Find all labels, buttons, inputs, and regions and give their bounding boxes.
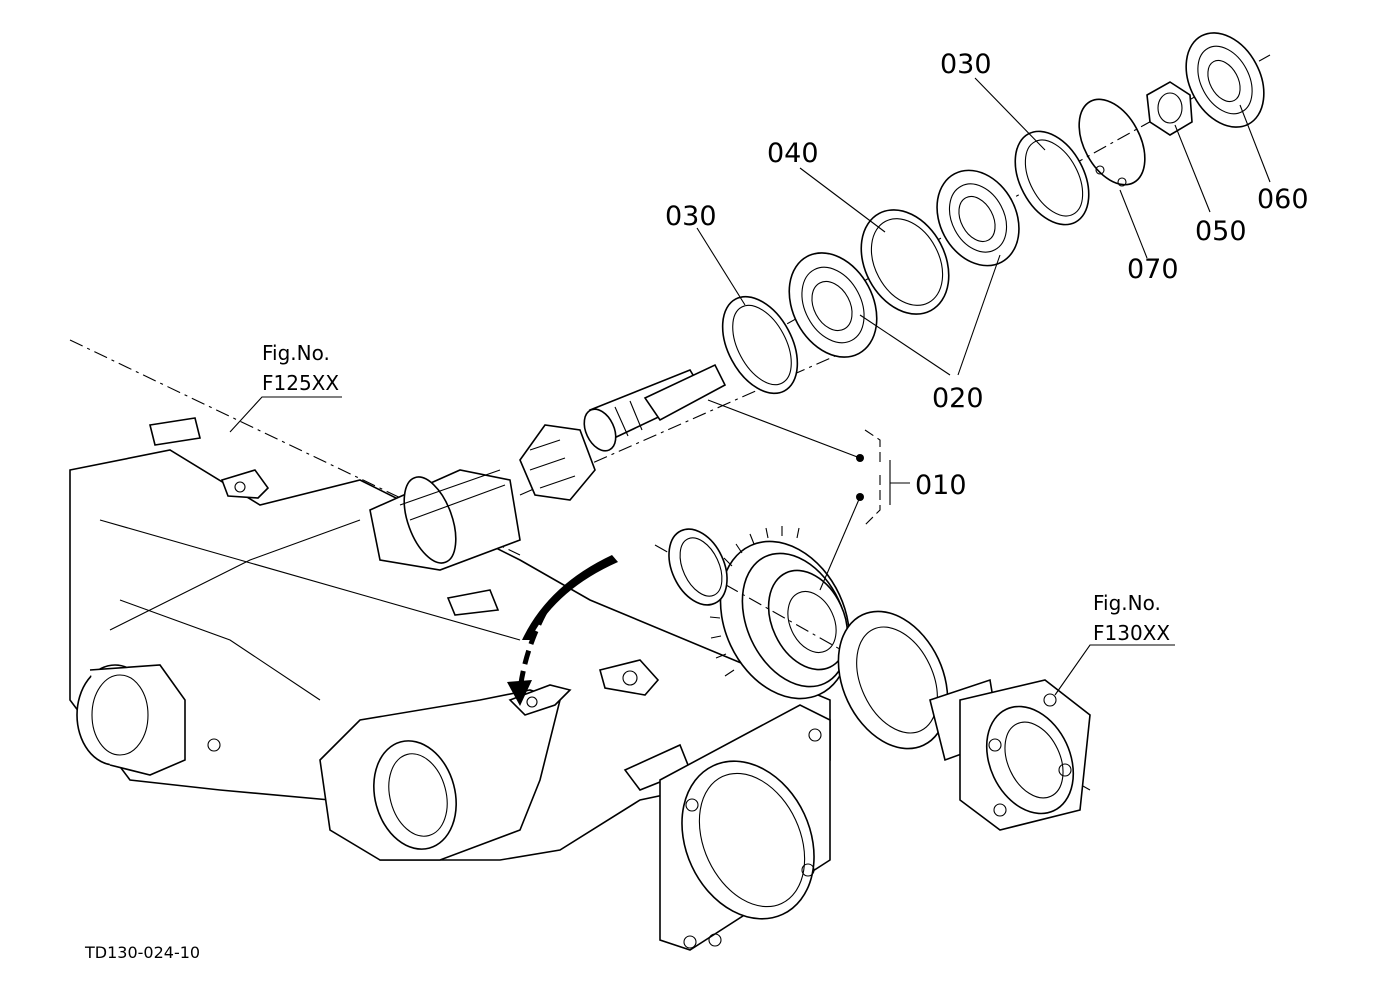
- callout-020: 020: [932, 383, 984, 414]
- seal-060: [1185, 32, 1265, 128]
- snap-ring-gear: [668, 528, 728, 606]
- pinion-shaft: [519, 344, 861, 501]
- reference-f130xx: Fig.No. F130XX: [1093, 591, 1170, 645]
- callout-070: 070: [1127, 254, 1179, 285]
- shim-030-left: [721, 295, 799, 395]
- ref-f130xx-line2: F130XX: [1093, 621, 1170, 645]
- bearing-020-right: [936, 169, 1020, 267]
- callout-050: 050: [1195, 216, 1247, 247]
- ref-f125xx-line1: Fig.No.: [262, 341, 330, 365]
- assembly-direction-arrow-icon: [507, 555, 618, 706]
- callout-010: 010: [915, 470, 967, 501]
- output-hub-flange: [929, 678, 1091, 831]
- callout-060: 060: [1257, 184, 1309, 215]
- leader-lines: [229, 77, 1271, 696]
- reference-f125xx: Fig.No. F125XX: [262, 341, 339, 395]
- ref-f130xx-line1: Fig.No.: [1093, 591, 1161, 615]
- nut-050: [1146, 81, 1193, 136]
- output-bearing: [837, 610, 949, 750]
- circlip-070: [1078, 98, 1146, 187]
- bearing-020-left: [788, 252, 878, 358]
- callout-030-right: 030: [940, 49, 992, 80]
- collar-040: [860, 209, 950, 315]
- figure-code: TD130-024-10: [84, 943, 200, 962]
- callout-040: 040: [767, 138, 819, 169]
- ref-f125xx-line2: F125XX: [262, 371, 339, 395]
- shim-030-right: [1014, 130, 1090, 226]
- callout-030-left: 030: [665, 201, 717, 232]
- axle-housing: [69, 339, 831, 951]
- bevel-ring-gear: [654, 526, 1091, 791]
